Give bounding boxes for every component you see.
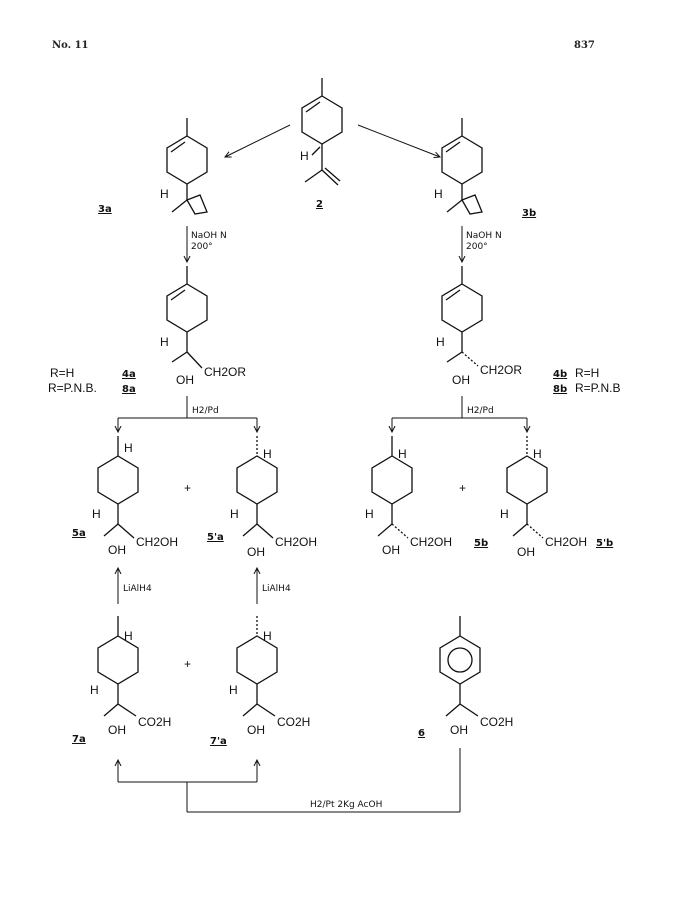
- label-2: 2: [316, 199, 323, 210]
- h-atom: H: [124, 629, 133, 643]
- label-5a-prime: 5'a: [207, 532, 224, 543]
- journal-issue: No. 11: [52, 40, 89, 51]
- compound-2-structure: H: [300, 78, 343, 186]
- label-7a-prime: 7'a: [210, 736, 227, 747]
- condition-h2pt: H2/Pt 2Kg AcOH: [310, 800, 382, 810]
- h-atom: H: [300, 149, 309, 163]
- h2pd-split-b: [392, 396, 527, 432]
- ch2oh-group: CH2OH: [136, 535, 178, 549]
- label-5a: 5a: [72, 528, 86, 539]
- label-5b: 5b: [474, 538, 488, 549]
- compound-5a-prime-structure: H H OH CH2OH: [230, 436, 317, 559]
- oh-group: OH: [247, 545, 265, 559]
- oh-group: OH: [382, 543, 400, 557]
- h-atom: H: [434, 187, 443, 201]
- plus-sign: +: [184, 657, 191, 671]
- compound-5b-structure: H H OH CH2OH: [365, 436, 452, 557]
- label-8a: 8a: [122, 384, 136, 395]
- plus-sign: +: [184, 481, 191, 495]
- r-h-right: R=H: [575, 366, 599, 380]
- compound-3a-structure: H: [160, 118, 208, 215]
- condition-lialh4-b: LiAlH4: [262, 584, 291, 594]
- label-3b: 3b: [522, 208, 536, 219]
- condition-naoh-a: NaOH N: [191, 231, 227, 241]
- oh-group: OH: [108, 723, 126, 737]
- co2h-group: CO2H: [480, 715, 513, 729]
- condition-lialh4-a: LiAlH4: [123, 584, 152, 594]
- compound-3b-structure: H: [434, 118, 483, 215]
- h2pt-path: [118, 748, 461, 813]
- h-atom: H: [500, 507, 509, 521]
- oh-group: OH: [108, 543, 126, 557]
- label-3a: 3a: [98, 204, 112, 215]
- compound-7a-structure: H H OH CO2H: [90, 616, 171, 737]
- h-atom: H: [398, 447, 407, 461]
- label-8b: 8b: [553, 384, 567, 395]
- h-atom: H: [230, 507, 239, 521]
- ch2oh-group: CH2OH: [545, 535, 587, 549]
- condition-temp-b: 200°: [466, 242, 488, 252]
- h-atom: H: [263, 629, 272, 643]
- label-6: 6: [418, 728, 425, 739]
- ch2oh-group: CH2OH: [410, 535, 452, 549]
- r-h-left: R=H: [50, 366, 74, 380]
- condition-temp-a: 200°: [191, 242, 213, 252]
- h-atom: H: [229, 683, 238, 697]
- oh-group: OH: [247, 723, 265, 737]
- h-atom: H: [90, 683, 99, 697]
- arrow-2-to-3a: [225, 124, 291, 157]
- compound-7a-prime-structure: H H OH CO2H: [229, 616, 310, 737]
- condition-naoh-b: NaOH N: [466, 231, 502, 241]
- h-atom: H: [533, 447, 542, 461]
- plus-sign: +: [459, 481, 466, 495]
- compound-5a-structure: H H OH CH2OH: [92, 436, 178, 557]
- label-4b: 4b: [553, 369, 567, 380]
- h-atom: H: [124, 441, 133, 455]
- arrow-2-to-3b: [357, 124, 440, 157]
- ch2or-group: CH2OR: [204, 365, 246, 379]
- r-pnb-right: R=P.N.B: [575, 381, 620, 395]
- oh-group: OH: [450, 723, 468, 737]
- h-atom: H: [92, 507, 101, 521]
- ch2or-group: CH2OR: [480, 363, 522, 377]
- compound-4b-structure: H OH CH2OR: [436, 266, 522, 387]
- compound-5b-prime-structure: H H OH CH2OH: [500, 436, 587, 559]
- h-atom: H: [160, 335, 169, 349]
- page-number: 837: [574, 40, 595, 51]
- condition-h2pd-a: H2/Pd: [192, 406, 219, 416]
- compound-6-structure: OH CO2H: [439, 616, 513, 737]
- h-atom: H: [160, 187, 169, 201]
- label-7a: 7a: [72, 734, 86, 745]
- oh-group: OH: [452, 373, 470, 387]
- co2h-group: CO2H: [277, 715, 310, 729]
- compound-4a-structure: H OH CH2OR: [160, 266, 246, 387]
- label-4a: 4a: [122, 369, 136, 380]
- oh-group: OH: [517, 545, 535, 559]
- ch2oh-group: CH2OH: [275, 535, 317, 549]
- oh-group: OH: [176, 373, 194, 387]
- condition-h2pd-b: H2/Pd: [467, 406, 494, 416]
- co2h-group: CO2H: [138, 715, 171, 729]
- h-atom: H: [436, 335, 445, 349]
- h-atom: H: [263, 447, 272, 461]
- r-pnb-left: R=P.N.B.: [48, 381, 97, 395]
- label-5b-prime: 5'b: [596, 538, 613, 549]
- h-atom: H: [365, 507, 374, 521]
- h2pd-split-a: [118, 396, 257, 432]
